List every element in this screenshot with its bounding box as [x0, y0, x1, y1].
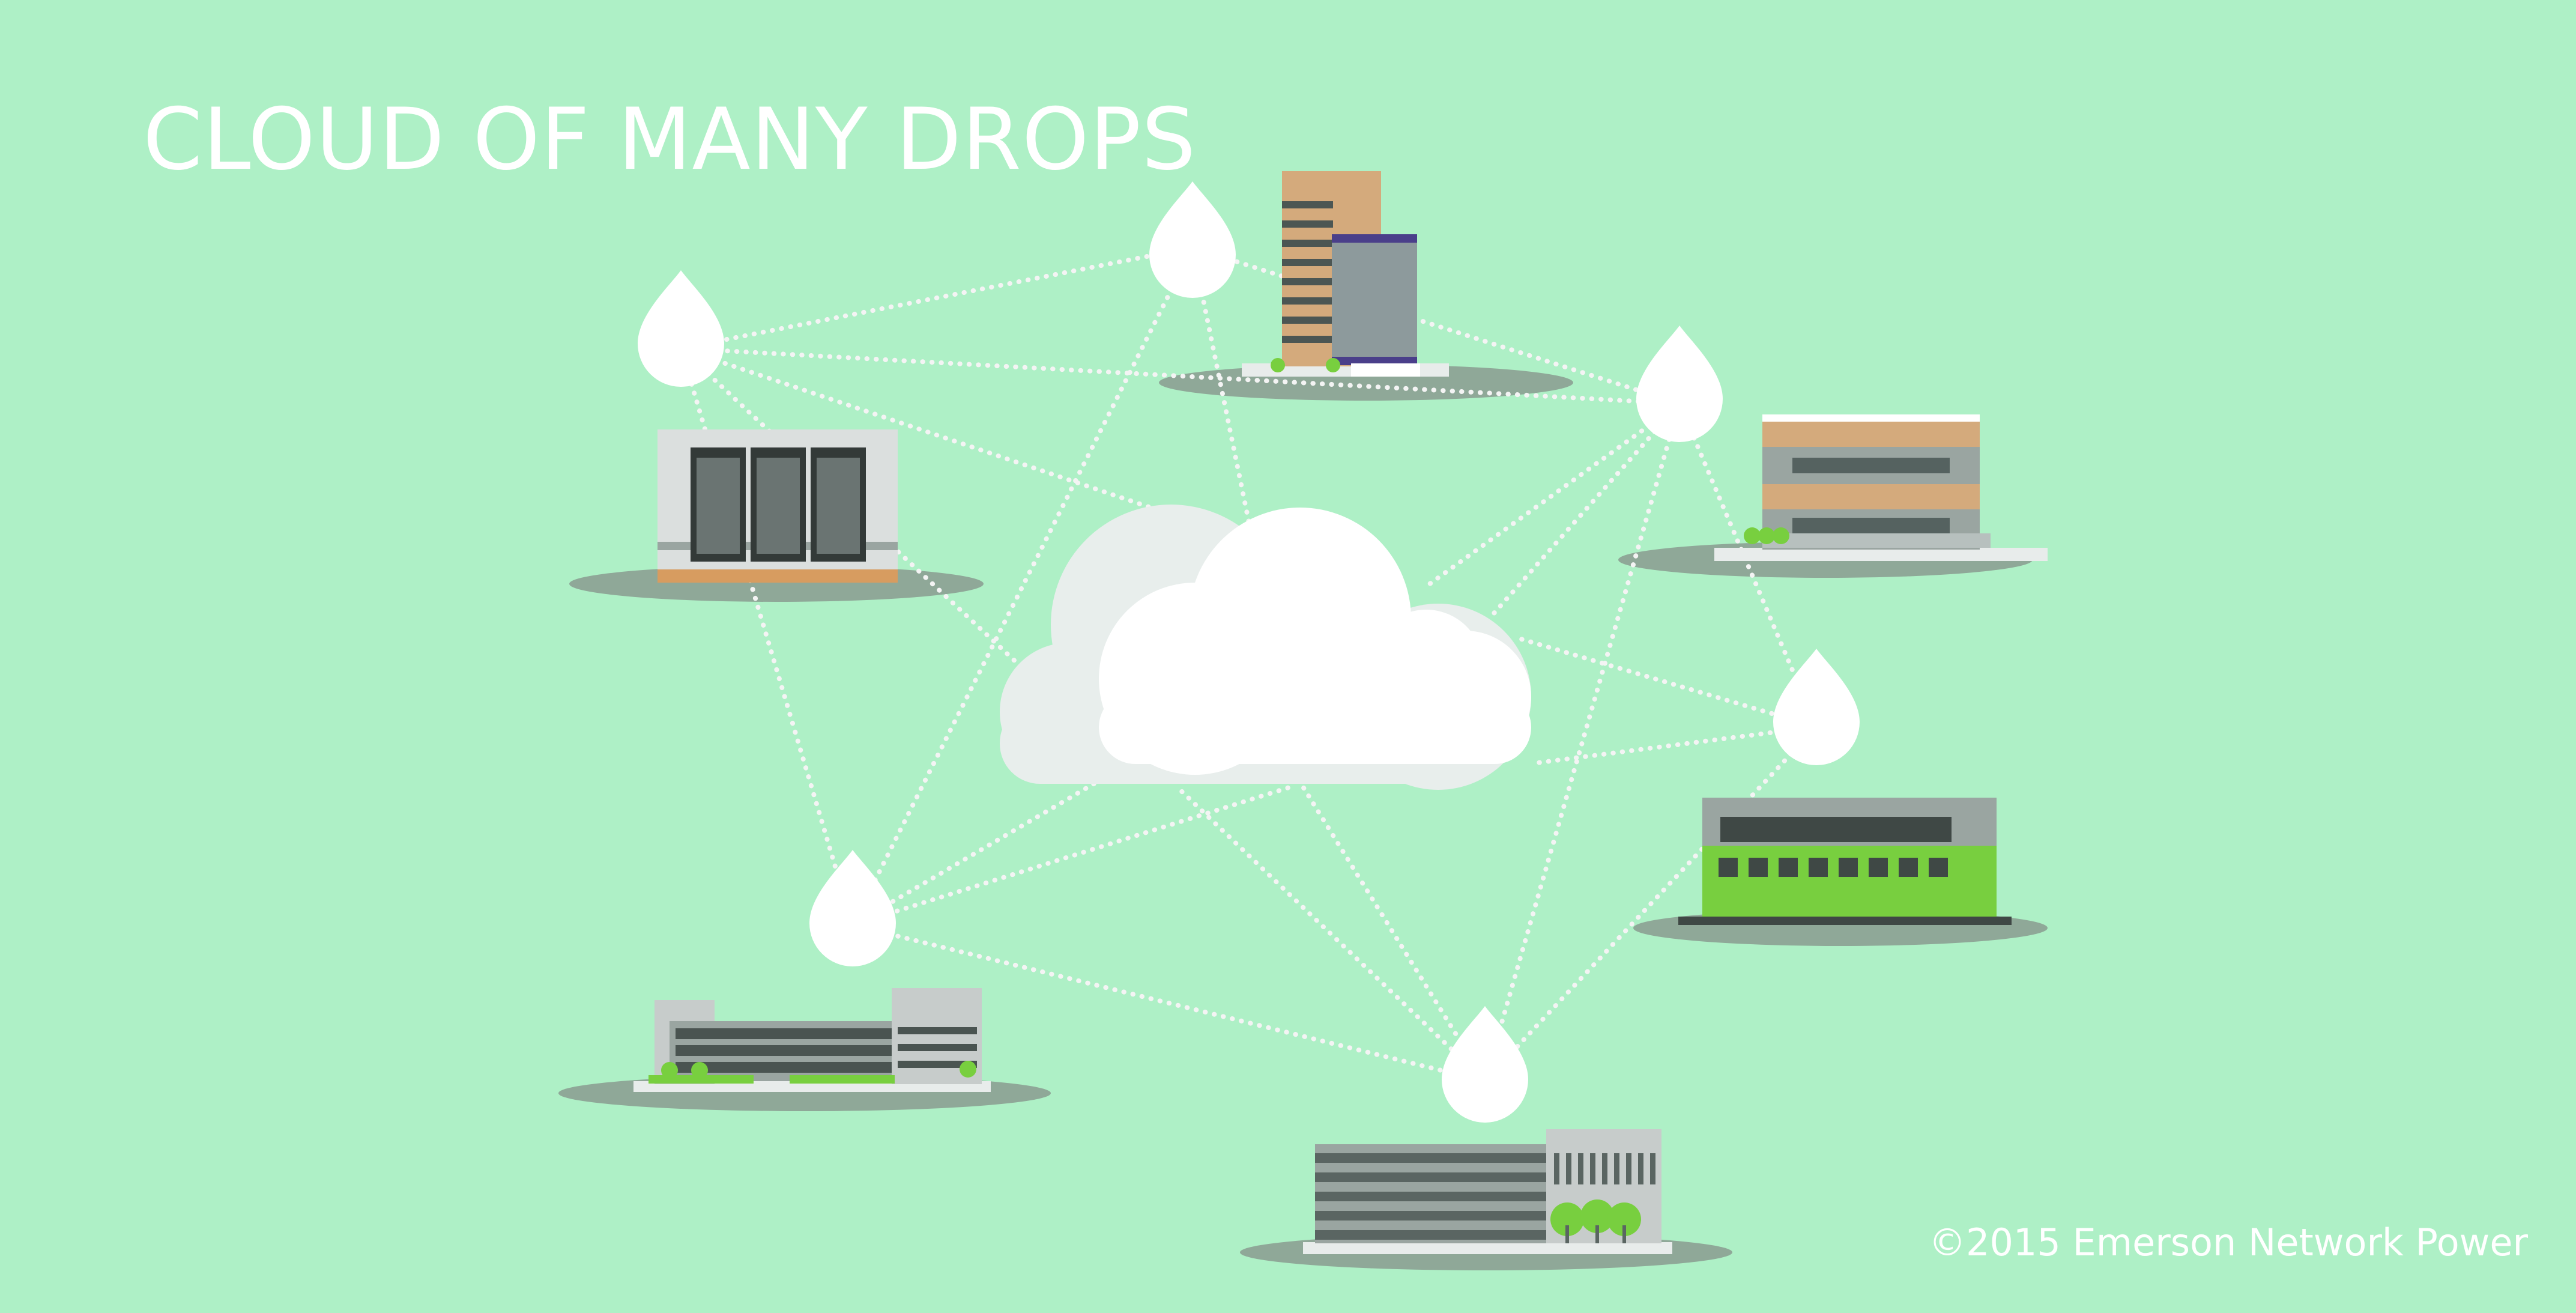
page-title: CLOUD OF MANY DROPS: [143, 90, 1197, 189]
drop-icon: [809, 850, 896, 966]
connector-line: [1511, 634, 1819, 729]
highrise-office-buildings-icon: [1242, 171, 1449, 377]
connector-line: [1301, 784, 1487, 1084]
drop-icon: [638, 270, 724, 387]
drop-icon: [1442, 1006, 1528, 1123]
connector-line: [679, 346, 1197, 525]
connector-line: [850, 245, 1195, 927]
connector-line: [1677, 401, 1819, 729]
connector-line: [679, 346, 1682, 406]
connector-line: [850, 778, 1101, 927]
cloud-icon: [1000, 505, 1531, 790]
industrial-campus-icon: [633, 988, 991, 1092]
server-rack-room-icon: [658, 429, 898, 583]
connector-line: [1483, 724, 1819, 1084]
green-warehouse-icon: [1678, 798, 2012, 925]
drop-icon: [1773, 649, 1860, 765]
drop-icon: [1149, 181, 1236, 298]
connector-line: [1487, 401, 1682, 621]
drop-icon: [1636, 326, 1723, 442]
connector-line: [1483, 401, 1682, 1084]
connector-line: [1175, 784, 1487, 1084]
office-building-icon: [1714, 414, 2048, 561]
connector-line: [679, 245, 1195, 351]
connector-line: [1190, 245, 1682, 406]
connector-line: [850, 923, 1487, 1084]
connector-line: [850, 784, 1293, 927]
water-drops: [638, 181, 1860, 1123]
connector-line: [1421, 401, 1682, 591]
connector-line: [1535, 724, 1819, 765]
copyright-notice: ©2015 Emerson Network Power: [1929, 1221, 2528, 1264]
data-center-building-icon: [1303, 1129, 1672, 1254]
